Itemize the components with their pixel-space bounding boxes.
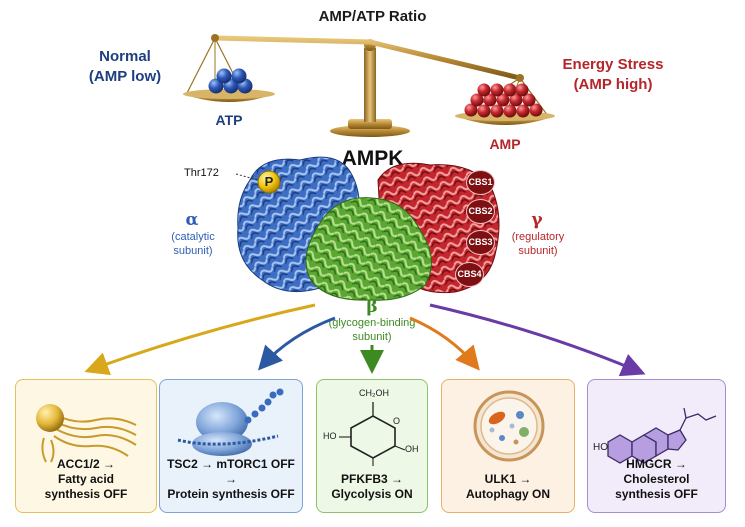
gamma-subunit-desc: (regulatory subunit) — [511, 231, 565, 257]
glucose-ho-label: HO — [323, 431, 337, 441]
beta-symbol: β — [366, 297, 378, 317]
diagram-title: AMP/ATP Ratio — [318, 8, 427, 25]
phospho-p-symbol: P — [264, 174, 274, 189]
atp-pan-label: ATP — [215, 112, 243, 128]
alpha-subunit-desc: (catalytic subunit) — [171, 231, 215, 257]
beta-subunit-desc: (glycogen-binding subunit) — [328, 317, 416, 343]
autophagosome-icon — [473, 390, 545, 462]
target-box-tsc2: TSC2 → mTORC1 OFF → Protein synthesis OF… — [159, 379, 303, 513]
ribosome-icon — [177, 388, 284, 456]
cbs2-domain: CBS2 — [466, 199, 495, 224]
target-box-ulk1: ULK1 → Autophagy ON — [441, 379, 575, 513]
cbs3-domain: CBS3 — [466, 230, 495, 255]
target-acc-label: ACC1/2 → Fatty acid synthesis OFF — [44, 457, 128, 501]
cbs1-domain: CBS1 — [466, 170, 495, 195]
target-box-acc: ACC1/2 → Fatty acid synthesis OFF — [15, 379, 157, 513]
alpha-symbol: α — [185, 210, 199, 230]
ampk-complex-illustration — [235, 156, 500, 301]
sterol-structure-icon — [607, 407, 717, 464]
pathway-arrows — [84, 303, 646, 377]
cbs4-domain: CBS4 — [455, 262, 484, 287]
target-hmgcr-label: HMGCR → Cholesterol synthesis OFF — [615, 457, 698, 501]
sterol-ho-label: HO — [593, 442, 608, 453]
ampk-title: AMPK — [341, 147, 404, 170]
target-box-pfkfb3: CH₂OH O HO OH PFKFB3 → Glycolysis ON — [316, 379, 428, 513]
balance-scale-illustration — [183, 34, 555, 137]
lipid-micelle-icon — [36, 404, 137, 463]
glucose-oh-label: OH — [405, 444, 419, 454]
normal-state-label: Normal (AMP low) — [88, 48, 162, 85]
glucose-o-label: O — [393, 416, 401, 426]
gamma-symbol: γ — [531, 210, 543, 230]
thr172-label: Thr172 — [184, 167, 219, 179]
target-pfkfb3-label: PFKFB3 → Glycolysis ON — [331, 472, 413, 501]
target-ulk1-label: ULK1 → Autophagy ON — [466, 472, 550, 501]
target-tsc2-label: TSC2 → mTORC1 OFF → Protein synthesis OF… — [167, 457, 295, 501]
amp-pan-label: AMP — [489, 136, 521, 152]
glucose-ch2oh-label: CH₂OH — [359, 388, 389, 398]
glucose-structure-icon — [339, 402, 406, 466]
target-box-hmgcr: HO HMGCR → Cholesterol synthesis OFF — [587, 379, 726, 513]
energy-stress-label: Energy Stress (AMP high) — [562, 56, 664, 93]
